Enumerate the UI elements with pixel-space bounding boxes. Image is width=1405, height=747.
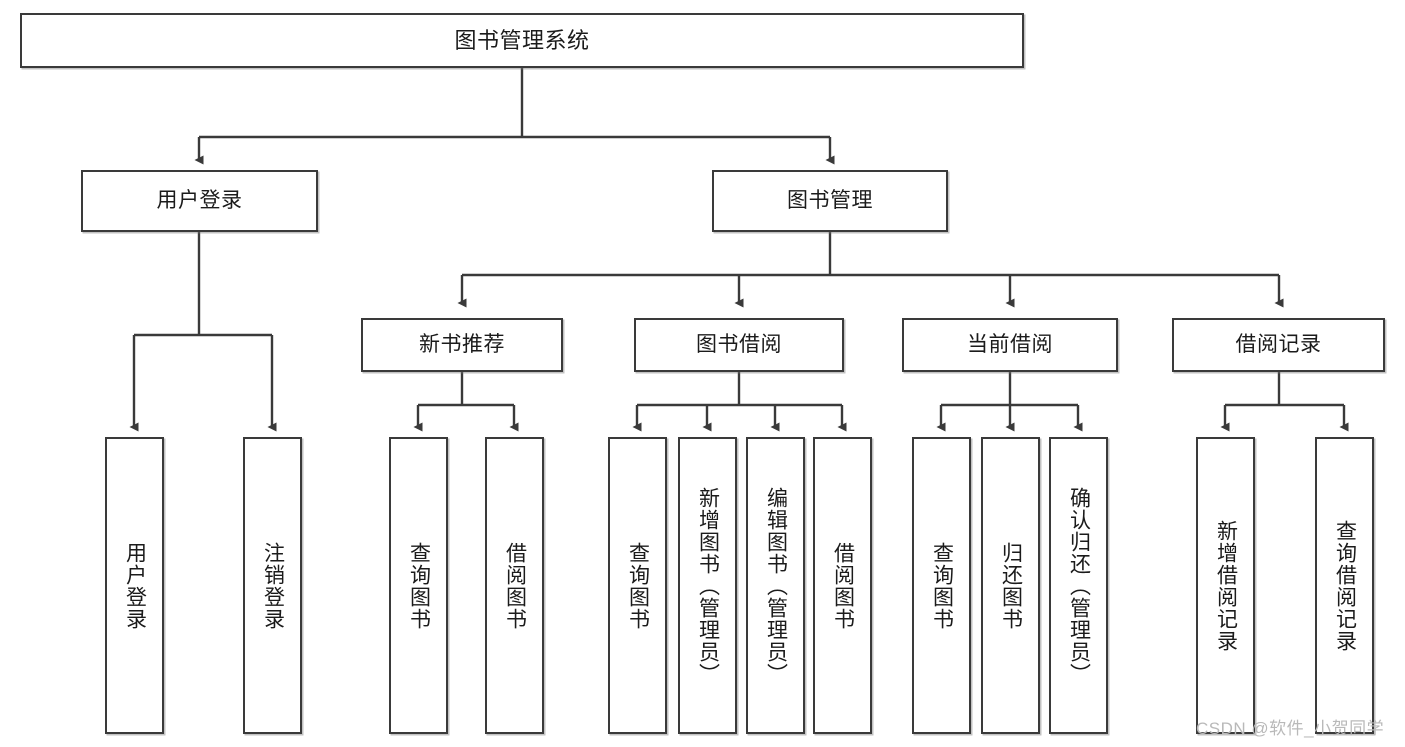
node-label: 图书管理系统 — [454, 27, 590, 53]
node-label: 查询图书 — [930, 541, 954, 630]
node-new-book-recommend[interactable]: 新书推荐 — [361, 318, 563, 372]
node-label: 图书借阅 — [696, 332, 782, 356]
leaf-borrow-query-book[interactable]: 查询图书 — [608, 437, 667, 734]
node-label: 新增借阅记录 — [1214, 519, 1238, 652]
node-label: 用户登录 — [123, 541, 147, 630]
leaf-borrow-borrow-book[interactable]: 借阅图书 — [813, 437, 872, 734]
node-label: 新书推荐 — [419, 332, 505, 356]
node-user-login[interactable]: 用户登录 — [81, 170, 318, 232]
node-label: 当前借阅 — [967, 332, 1053, 356]
node-label: 编辑图书（管理员） — [764, 486, 788, 685]
node-label: 归还图书 — [999, 541, 1023, 630]
leaf-current-return-book[interactable]: 归还图书 — [981, 437, 1040, 734]
leaf-borrow-add-book-admin[interactable]: 新增图书（管理员） — [678, 437, 737, 734]
node-book-borrow[interactable]: 图书借阅 — [634, 318, 844, 372]
node-label: 借阅图书 — [831, 541, 855, 630]
leaf-user-login-logout[interactable]: 注销登录 — [243, 437, 302, 734]
csdn-watermark: CSDN @软件_小贺同学 — [1196, 719, 1385, 738]
node-label: 注销登录 — [261, 541, 285, 630]
node-borrow-record[interactable]: 借阅记录 — [1172, 318, 1385, 372]
node-label: 图书管理 — [787, 188, 873, 212]
node-label: 查询借阅记录 — [1333, 519, 1357, 652]
node-book-management[interactable]: 图书管理 — [712, 170, 948, 232]
node-label: 查询图书 — [626, 541, 650, 630]
node-label: 确认归还（管理员） — [1067, 486, 1091, 685]
node-label: 新增图书（管理员） — [696, 486, 720, 685]
node-label: 借阅图书 — [503, 541, 527, 630]
leaf-recommend-borrow-book[interactable]: 借阅图书 — [485, 437, 544, 734]
leaf-recommend-query-book[interactable]: 查询图书 — [389, 437, 448, 734]
leaf-user-login-login[interactable]: 用户登录 — [105, 437, 164, 734]
leaf-record-add-record[interactable]: 新增借阅记录 — [1196, 437, 1255, 734]
node-root-library-system[interactable]: 图书管理系统 — [20, 13, 1024, 68]
leaf-current-confirm-return-admin[interactable]: 确认归还（管理员） — [1049, 437, 1108, 734]
node-label: 借阅记录 — [1235, 332, 1322, 356]
leaf-borrow-edit-book-admin[interactable]: 编辑图书（管理员） — [746, 437, 805, 734]
node-label: 用户登录 — [156, 188, 243, 212]
leaf-current-query-book[interactable]: 查询图书 — [912, 437, 971, 734]
node-label: 查询图书 — [407, 541, 431, 630]
node-current-borrow[interactable]: 当前借阅 — [902, 318, 1118, 372]
leaf-record-query-record[interactable]: 查询借阅记录 — [1315, 437, 1374, 734]
